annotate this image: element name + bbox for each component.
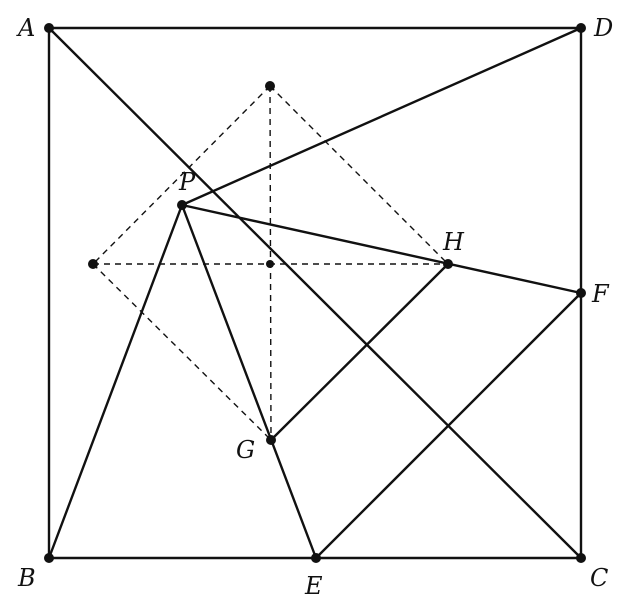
point-d [576,23,586,33]
point-dashed-center [266,260,274,268]
label-g: G [236,436,255,464]
point-b [44,553,54,563]
point-c [576,553,586,563]
label-d: D [593,14,613,42]
label-e: E [304,572,323,600]
label-f: F [591,280,610,308]
label-b: B [17,564,36,592]
point-dashed-left [88,259,98,269]
segment-ef [314,291,583,560]
points [44,23,586,563]
point-f [576,288,586,298]
label-c: C [590,564,608,592]
segment-pb [47,203,184,560]
diagonal-ac [47,26,583,560]
point-h [443,259,453,269]
segment-pf [180,203,583,295]
dashed-top-left [92,85,271,265]
label-h: H [442,228,465,256]
dashed-bottom-left [92,263,272,441]
segment-gh [269,262,450,442]
point-p [177,200,187,210]
segment-pd [180,26,583,207]
point-e [311,553,321,563]
point-a [44,23,54,33]
point-g [266,435,276,445]
label-a: A [16,14,35,42]
point-dashed-top [265,81,275,91]
point-labels: A D B C E F P H G [16,14,613,600]
segment-pe [180,203,318,560]
dashed-top-right [269,85,449,265]
label-p: P [178,168,196,196]
